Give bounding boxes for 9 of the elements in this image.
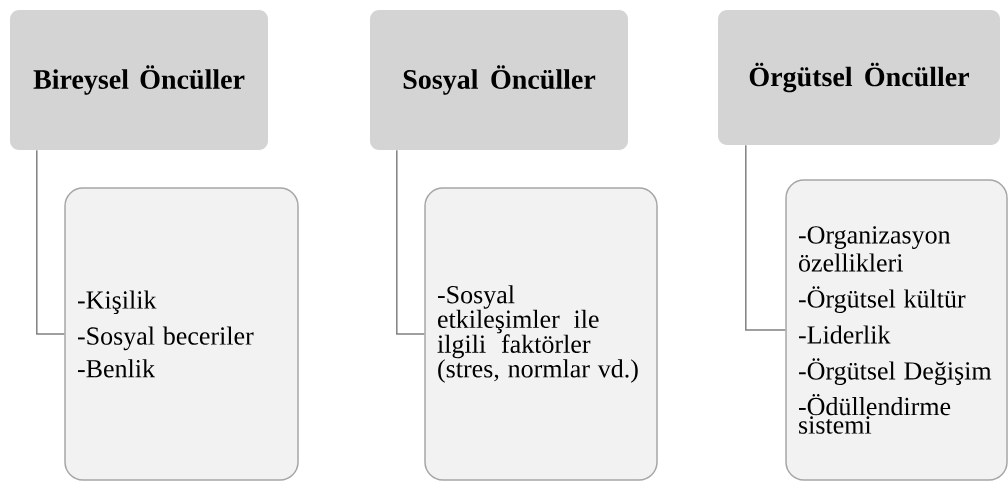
connector-line: [745, 144, 786, 331]
item-box: -Kişilik -Sosyal beceriler -Benlik: [64, 187, 299, 481]
category-box: Bireysel Öncüller: [10, 10, 268, 150]
category-box: Sosyal Öncüller: [370, 10, 628, 150]
connector-line: [396, 149, 425, 335]
category-box: Örgütsel Öncüller: [718, 10, 1000, 145]
item-box: -Sosyal etkileşimler ile ilgili faktörler (stres, normlar vd.): [424, 187, 658, 481]
connector-line: [36, 149, 65, 335]
item-box: -Organizasyon özellikleri -Örgütsel kültür -Liderlik -Örgütsel Değişim -Ödüllendirme sistemi: [785, 179, 1008, 481]
